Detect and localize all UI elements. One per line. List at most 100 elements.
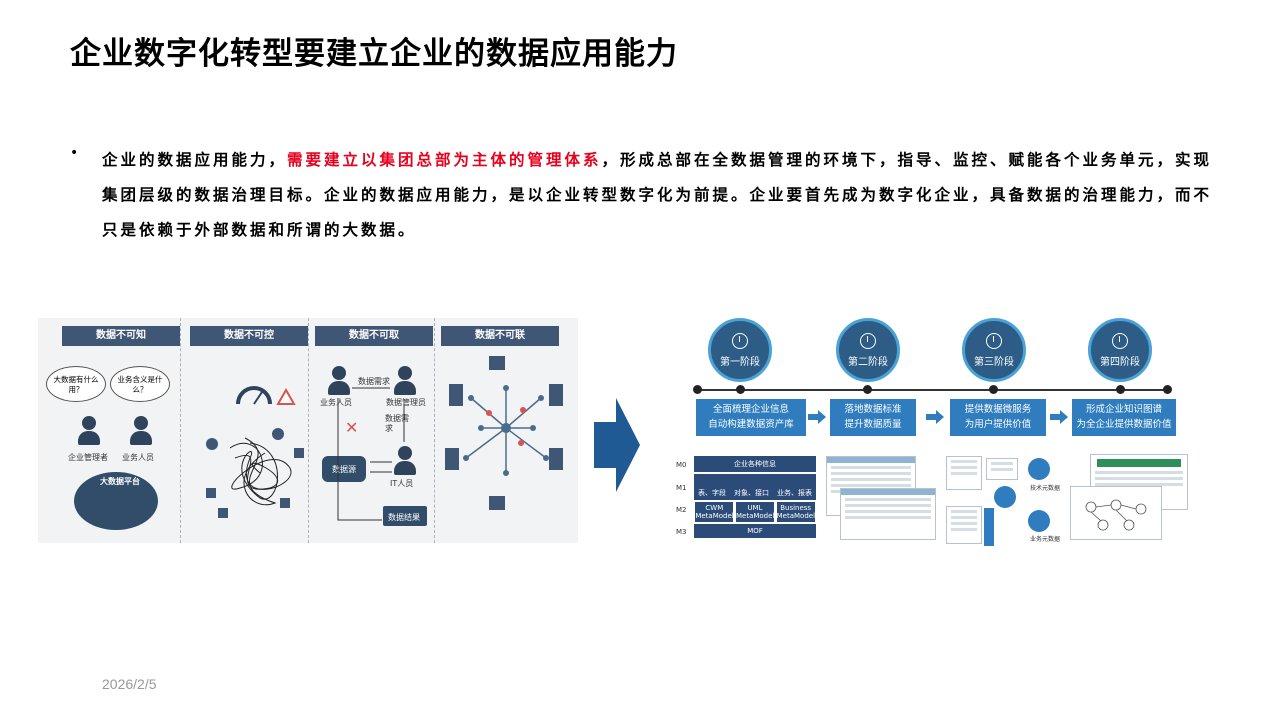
- service-icon: [1028, 458, 1050, 480]
- spreadsheet-thumbnail: [840, 488, 936, 540]
- question-bubble: 业务含义是什么？: [110, 366, 170, 402]
- service-icon: [1028, 510, 1050, 532]
- column-unlinked: 数据不可联: [441, 326, 559, 536]
- bullet-highlight: 需要建立以集团总部为主体的管理体系: [287, 150, 602, 169]
- stage-box-line: 提供数据微服务: [964, 404, 1032, 415]
- timeline-dot: [1116, 385, 1125, 394]
- graph-icon: [1085, 499, 1147, 531]
- stage-label: 第四阶段: [1100, 357, 1140, 368]
- flow-label: 数据结果: [388, 513, 420, 522]
- m1-item: 业务、报表: [777, 489, 812, 497]
- doc-thumbnail: [946, 506, 982, 544]
- network-graph-icon: [445, 356, 563, 510]
- stage-1-box: 全面梳理企业信息 自动构建数据资产库: [696, 399, 806, 436]
- timeline-dot: [863, 385, 872, 394]
- timeline: [695, 389, 1170, 391]
- stage-label: 第三阶段: [974, 357, 1014, 368]
- person-label: 业务人员: [122, 453, 154, 462]
- question-bubble: 大数据有什么用？: [46, 366, 106, 402]
- clock-icon: [986, 333, 1002, 349]
- stage-label: 第二阶段: [848, 357, 888, 368]
- m3-row: MOF: [694, 524, 816, 538]
- column-header: 数据不可联: [441, 326, 559, 346]
- stage-box-line: 全面梳理企业信息: [712, 404, 789, 415]
- m2-item: Business MetaModel: [776, 502, 816, 522]
- clock-icon: [732, 333, 748, 349]
- flow-label: 数据源: [332, 465, 356, 474]
- knowledge-graph-thumbnail: [1070, 486, 1162, 540]
- footer-date: 2026/2/5: [102, 676, 157, 692]
- stage-box-line: 形成企业知识图谱: [1085, 404, 1162, 415]
- meta-label: 技术元数据: [1030, 485, 1061, 492]
- stage-3-box: 提供数据微服务 为用户提供价值: [950, 399, 1046, 436]
- stage-box-line: 落地数据标准: [844, 404, 902, 415]
- flow-label: 数据需求: [358, 377, 390, 386]
- meta-label: 业务元数据: [1030, 536, 1061, 543]
- bullet-text-end: ，形成总部在全数据管理的环境下，指导、监控、赋能各个业务单元，实现集团层级的数据…: [102, 150, 1213, 239]
- stage-2-box: 落地数据标准 提升数据质量: [830, 399, 916, 436]
- m1-item: 对象、接口: [734, 489, 769, 497]
- m0-row: 企业各种信息: [694, 456, 816, 472]
- stage-box-line: 提升数据质量: [844, 419, 902, 430]
- divider: [434, 318, 435, 543]
- data-problems-figure: 数据不可知 数据不可控 数据不可取 数据不可联 大数据有什么用？ 业务含义是什么…: [38, 318, 578, 543]
- arrow-right-icon: [926, 410, 944, 424]
- timeline-dot: [693, 385, 702, 394]
- flow-label: 数据需求: [385, 414, 409, 433]
- level-label: M3: [676, 528, 687, 536]
- level-label: M1: [676, 484, 687, 492]
- stage-label: 第一阶段: [720, 357, 760, 368]
- bullet-dot: •: [70, 145, 79, 161]
- stage-box-line: 自动构建数据资产库: [708, 419, 794, 430]
- bullet-text: 企业的数据应用能力，需要建立以集团总部为主体的管理体系，形成总部在全数据管理的环…: [102, 142, 1230, 247]
- slide-title: 企业数字化转型要建立企业的数据应用能力: [70, 36, 678, 72]
- clock-icon: [1112, 333, 1128, 349]
- user-icon: [130, 416, 152, 445]
- timeline-dot: [736, 385, 745, 394]
- metamodel-diagram: M0 M1 M2 M3 企业各种信息 表、字段 对象、接口 业务、报表 CWM …: [676, 456, 816, 540]
- doc-thumbnail: [946, 456, 982, 490]
- stage-4-box: 形成企业知识图谱 为全企业提供数据价值: [1072, 399, 1176, 436]
- data-source-icon: [322, 456, 366, 482]
- divider: [180, 318, 181, 543]
- it-user-icon: [394, 446, 416, 475]
- column-header: 数据不可取: [315, 326, 433, 346]
- flow-label: 数据管理员: [386, 398, 426, 407]
- bullet-paragraph: • 企业的数据应用能力，需要建立以集团总部为主体的管理体系，形成总部在全数据管理…: [70, 142, 1230, 247]
- m2-row: CWM MetaModel UML MetaModel Business Met…: [694, 502, 816, 522]
- stage-4-badge: 第四阶段: [1088, 318, 1152, 382]
- stage-box-line: 为全企业提供数据价值: [1076, 419, 1172, 430]
- stage-1-badge: 第一阶段: [708, 318, 772, 382]
- flow-label: 业务人员: [320, 398, 352, 407]
- m1-row: 表、字段 对象、接口 业务、报表: [694, 474, 816, 500]
- data-admin-icon: [394, 366, 416, 395]
- bullet-text-start: 企业的数据应用能力，: [102, 150, 288, 169]
- platform-label: 大数据平台: [100, 477, 140, 486]
- result-icon: [383, 506, 427, 526]
- timeline-dot: [989, 385, 998, 394]
- column-unknown: 数据不可知: [62, 326, 180, 536]
- clock-icon: [860, 333, 876, 349]
- flow-arrows: [337, 387, 405, 521]
- column-unreachable: 数据不可取: [315, 326, 433, 536]
- stage-box-line: 为用户提供价值: [964, 419, 1032, 430]
- manager-icon: [78, 416, 100, 445]
- level-label: M0: [676, 461, 687, 469]
- column-header: 数据不可知: [62, 326, 180, 346]
- stage-3-badge: 第三阶段: [962, 318, 1026, 382]
- database-icon: [74, 472, 158, 530]
- stage-2-badge: 第二阶段: [836, 318, 900, 382]
- m2-item: UML MetaModel: [735, 502, 775, 522]
- service-icon: [994, 486, 1016, 508]
- arrow-right-icon: [1050, 410, 1068, 424]
- arrow-right-icon: [808, 410, 826, 424]
- flow-label: IT人员: [390, 479, 414, 488]
- timeline-dot: [1163, 385, 1172, 394]
- tangled-data-icon: [206, 386, 304, 518]
- level-label: M2: [676, 506, 687, 514]
- column-uncontrolled: 数据不可控: [190, 326, 308, 536]
- service-bar: [984, 508, 994, 546]
- m2-item: CWM MetaModel: [695, 502, 734, 522]
- business-user-icon: [328, 366, 350, 395]
- m1-item: 表、字段: [698, 489, 726, 497]
